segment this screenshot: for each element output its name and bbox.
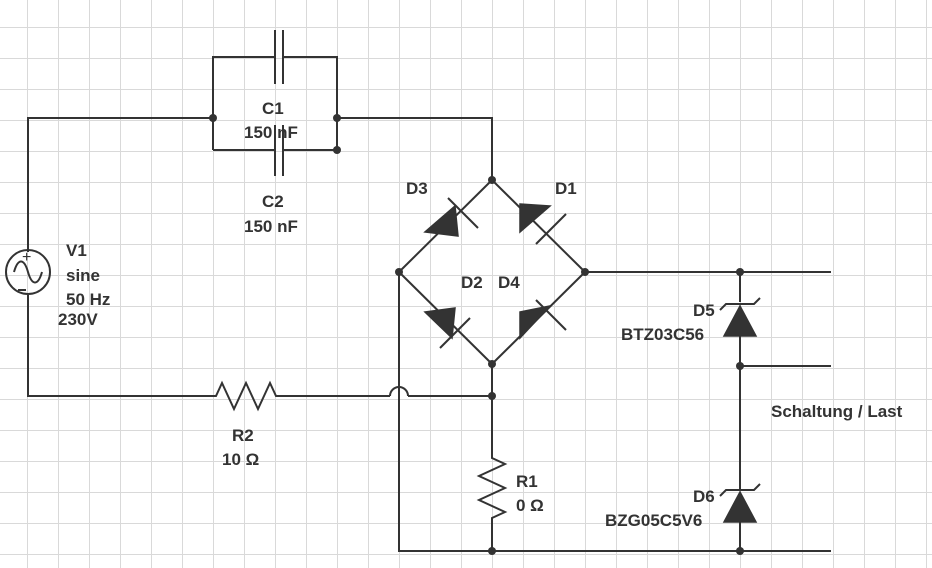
zener-diode-d6	[719, 483, 761, 523]
junction-dot	[488, 547, 496, 555]
capacitor-c1	[274, 30, 284, 84]
junction-dot	[488, 392, 496, 400]
wire-bridge-left-to-ground	[398, 272, 831, 552]
junction-dot	[736, 547, 744, 555]
r2-value: 10 Ω	[222, 450, 259, 469]
d5-part: BTZ03C56	[621, 325, 704, 344]
diode-d4	[491, 271, 586, 365]
d6-part: BZG05C5V6	[605, 511, 702, 530]
junction-dot	[488, 360, 496, 368]
junction-dot	[488, 176, 496, 184]
junction-dot	[736, 362, 744, 370]
voltage-source-v1: +	[5, 240, 51, 304]
c1-value: 150 nF	[244, 123, 298, 142]
c1-ref: C1	[262, 99, 284, 118]
junction-dot	[209, 114, 217, 122]
labels: C1 150 nF C2 150 nF V1 sine 50 Hz 230V R…	[58, 99, 903, 530]
d5-ref: D5	[693, 301, 715, 320]
c2-value: 150 nF	[244, 217, 298, 236]
zener-diode-d5	[719, 297, 761, 337]
d6-ref: D6	[693, 487, 715, 506]
wire-source-top	[27, 117, 213, 240]
junction-dot	[333, 114, 341, 122]
v1-ref: V1	[66, 241, 87, 260]
r1-ref: R1	[516, 472, 538, 491]
diode-d1	[491, 179, 586, 273]
v1-freq: 50 Hz	[66, 290, 110, 309]
v1-type: sine	[66, 266, 100, 285]
r2-ref: R2	[232, 426, 254, 445]
resistor-r1	[476, 452, 508, 522]
resistor-r2	[210, 380, 280, 412]
d3-ref: D3	[406, 179, 428, 198]
diode-d3	[398, 179, 493, 273]
junction-dot	[736, 268, 744, 276]
junction-dot	[395, 268, 403, 276]
junction-dot	[581, 268, 589, 276]
d4-ref: D4	[498, 273, 520, 292]
v1-voltage: 230V	[58, 310, 98, 329]
d1-ref: D1	[555, 179, 577, 198]
r1-value: 0 Ω	[516, 496, 544, 515]
load-label: Schaltung / Last	[771, 402, 903, 421]
junction-dots	[209, 114, 744, 555]
d2-ref: D2	[461, 273, 483, 292]
capacitor-c2	[274, 125, 284, 176]
wire-cap-to-bridge	[337, 117, 493, 180]
junction-dot	[333, 146, 341, 154]
wires	[27, 56, 831, 552]
diode-d2	[398, 271, 493, 365]
plus-sign-icon: +	[22, 249, 31, 266]
c2-ref: C2	[262, 192, 284, 211]
wire-source-bottom	[27, 304, 210, 397]
